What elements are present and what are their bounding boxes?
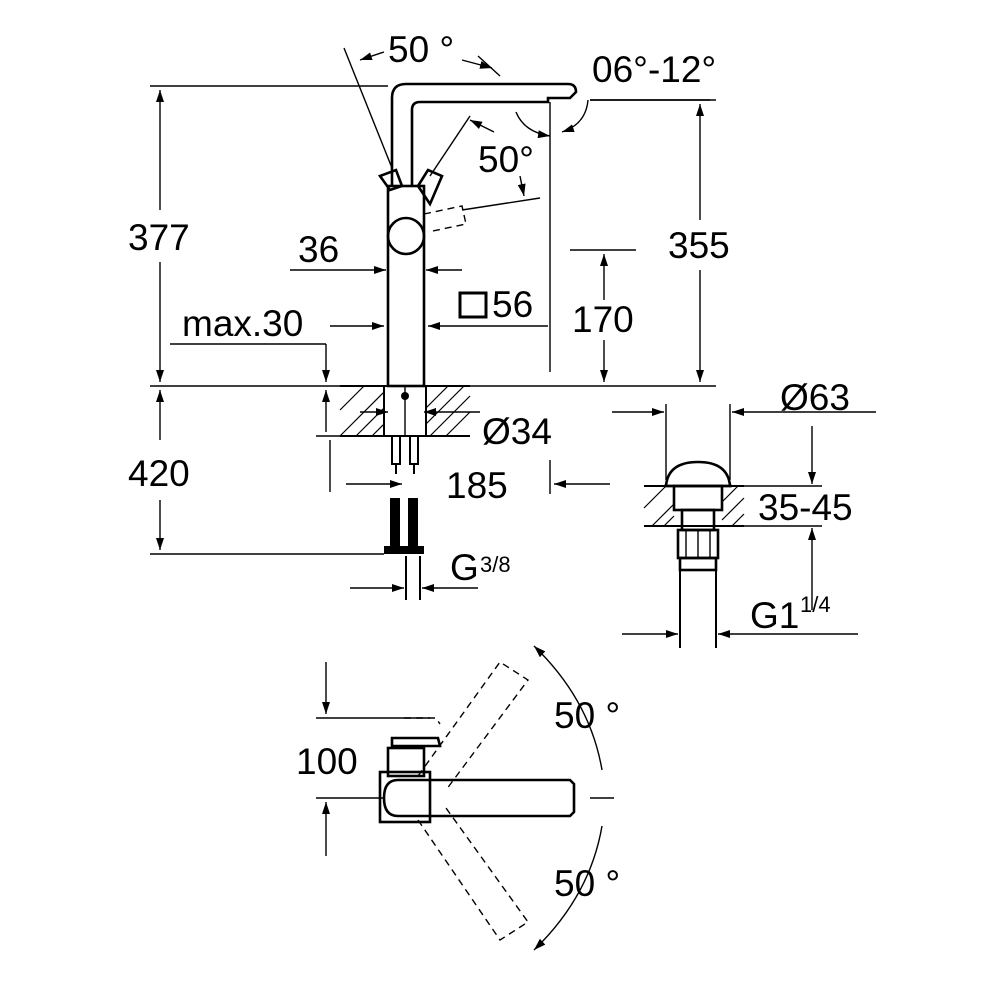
dimension-lines — [150, 47, 876, 951]
label-square: 56 — [492, 284, 533, 325]
label-waste-diameter: Ø63 — [780, 377, 850, 418]
label-spout-height: 170 — [572, 299, 634, 340]
label-hole-diameter: Ø34 — [482, 411, 552, 452]
label-plan-angle-lower: 50 ° — [554, 863, 620, 904]
label-max-deck: max.30 — [182, 303, 303, 344]
square-icon — [458, 291, 488, 319]
faucet-plan-view — [378, 661, 576, 941]
waste-side-view — [643, 460, 745, 648]
label-angle-top: 50 ° — [388, 29, 454, 70]
label-below-deck: 420 — [128, 453, 190, 494]
label-plan-offset: 100 — [296, 741, 358, 782]
label-height-total: 377 — [128, 217, 190, 258]
label-thread-feed: G — [450, 547, 479, 588]
label-waste-thread: G1 — [750, 595, 799, 636]
label-tilt: 06°-12° — [592, 49, 716, 90]
label-waste-range: 35-45 — [758, 487, 853, 528]
label-spout-reach: 185 — [446, 465, 508, 506]
label-lever-width: 36 — [298, 229, 339, 270]
label-waste-thread-fraction: 1/4 — [800, 592, 831, 617]
label-height-outlet: 355 — [668, 225, 730, 266]
label-angle-lever: 50° — [478, 139, 534, 180]
label-plan-angle-upper: 50 ° — [554, 695, 620, 736]
label-thread-feed-fraction: 3/8 — [480, 552, 511, 577]
dimension-labels: 50 ° 06°-12° 50° 377 355 36 56 170 max.3… — [128, 29, 853, 904]
